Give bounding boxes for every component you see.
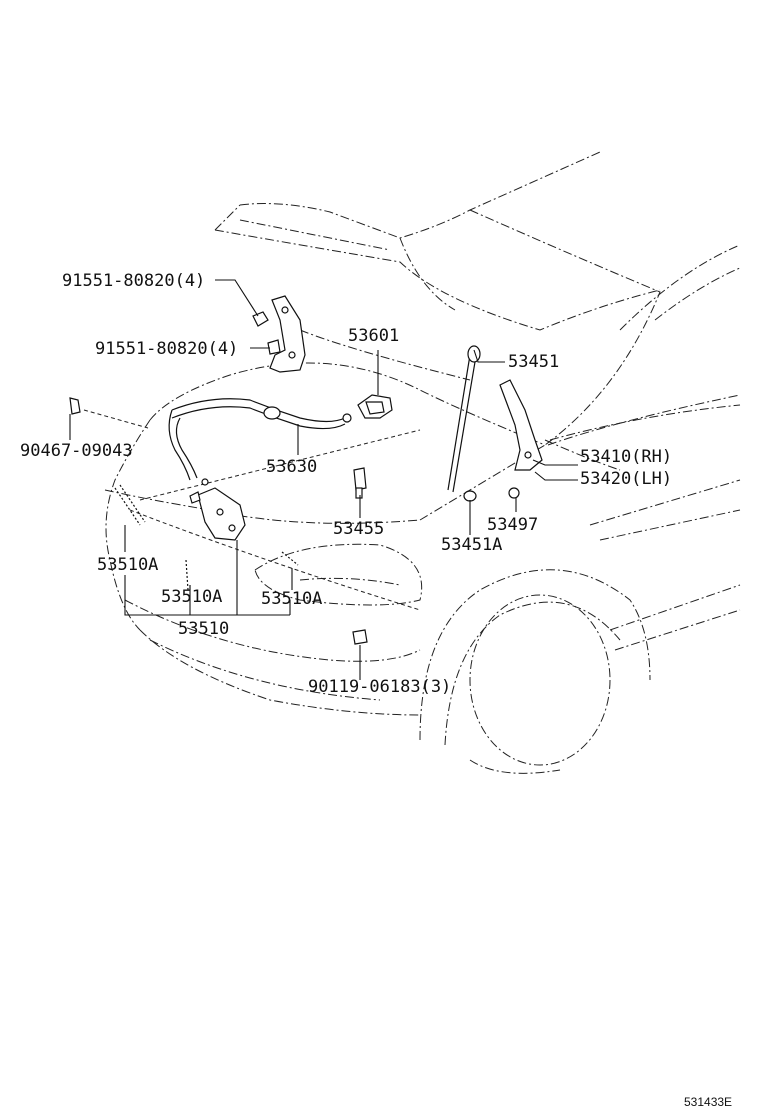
hood-release-lever xyxy=(357,394,393,419)
callout-90119-06183: 90119-06183(3) xyxy=(308,677,451,697)
vehicle-body-outline xyxy=(104,151,741,774)
callout-53410-rh: 53410(RH) xyxy=(580,447,672,467)
hood-release-cable xyxy=(168,398,352,486)
callout-53510: 53510 xyxy=(178,619,229,639)
callout-53510a-left: 53510A xyxy=(97,555,158,575)
callout-53451: 53451 xyxy=(508,352,559,372)
callout-53451a: 53451A xyxy=(441,535,502,555)
callout-53420-lh: 53420(LH) xyxy=(580,469,672,489)
callout-53497: 53497 xyxy=(487,515,538,535)
hood-support-rod xyxy=(447,345,481,502)
callout-53510a-center: 53510A xyxy=(161,587,222,607)
callout-labels: 91551-80820(4) 91551-80820(4) 90467-0904… xyxy=(20,271,672,697)
callout-90467-09043: 90467-09043 xyxy=(20,441,133,461)
callout-53630: 53630 xyxy=(266,457,317,477)
callout-53455: 53455 xyxy=(333,519,384,539)
callout-91551-80820-lower: 91551-80820(4) xyxy=(95,339,238,359)
callout-53601: 53601 xyxy=(348,326,399,346)
bolts-and-clips xyxy=(69,397,520,645)
callout-91551-80820-upper: 91551-80820(4) xyxy=(62,271,205,291)
hood-hinge-rh xyxy=(499,379,543,471)
hood-lock-assembly xyxy=(189,487,246,541)
hood-hinge-assembly xyxy=(252,295,306,373)
leader-lines xyxy=(69,279,578,680)
diagram-reference-code: 531433E xyxy=(684,1095,732,1109)
callout-53510a-right: 53510A xyxy=(261,589,322,609)
hood-lock-springs xyxy=(114,484,299,591)
